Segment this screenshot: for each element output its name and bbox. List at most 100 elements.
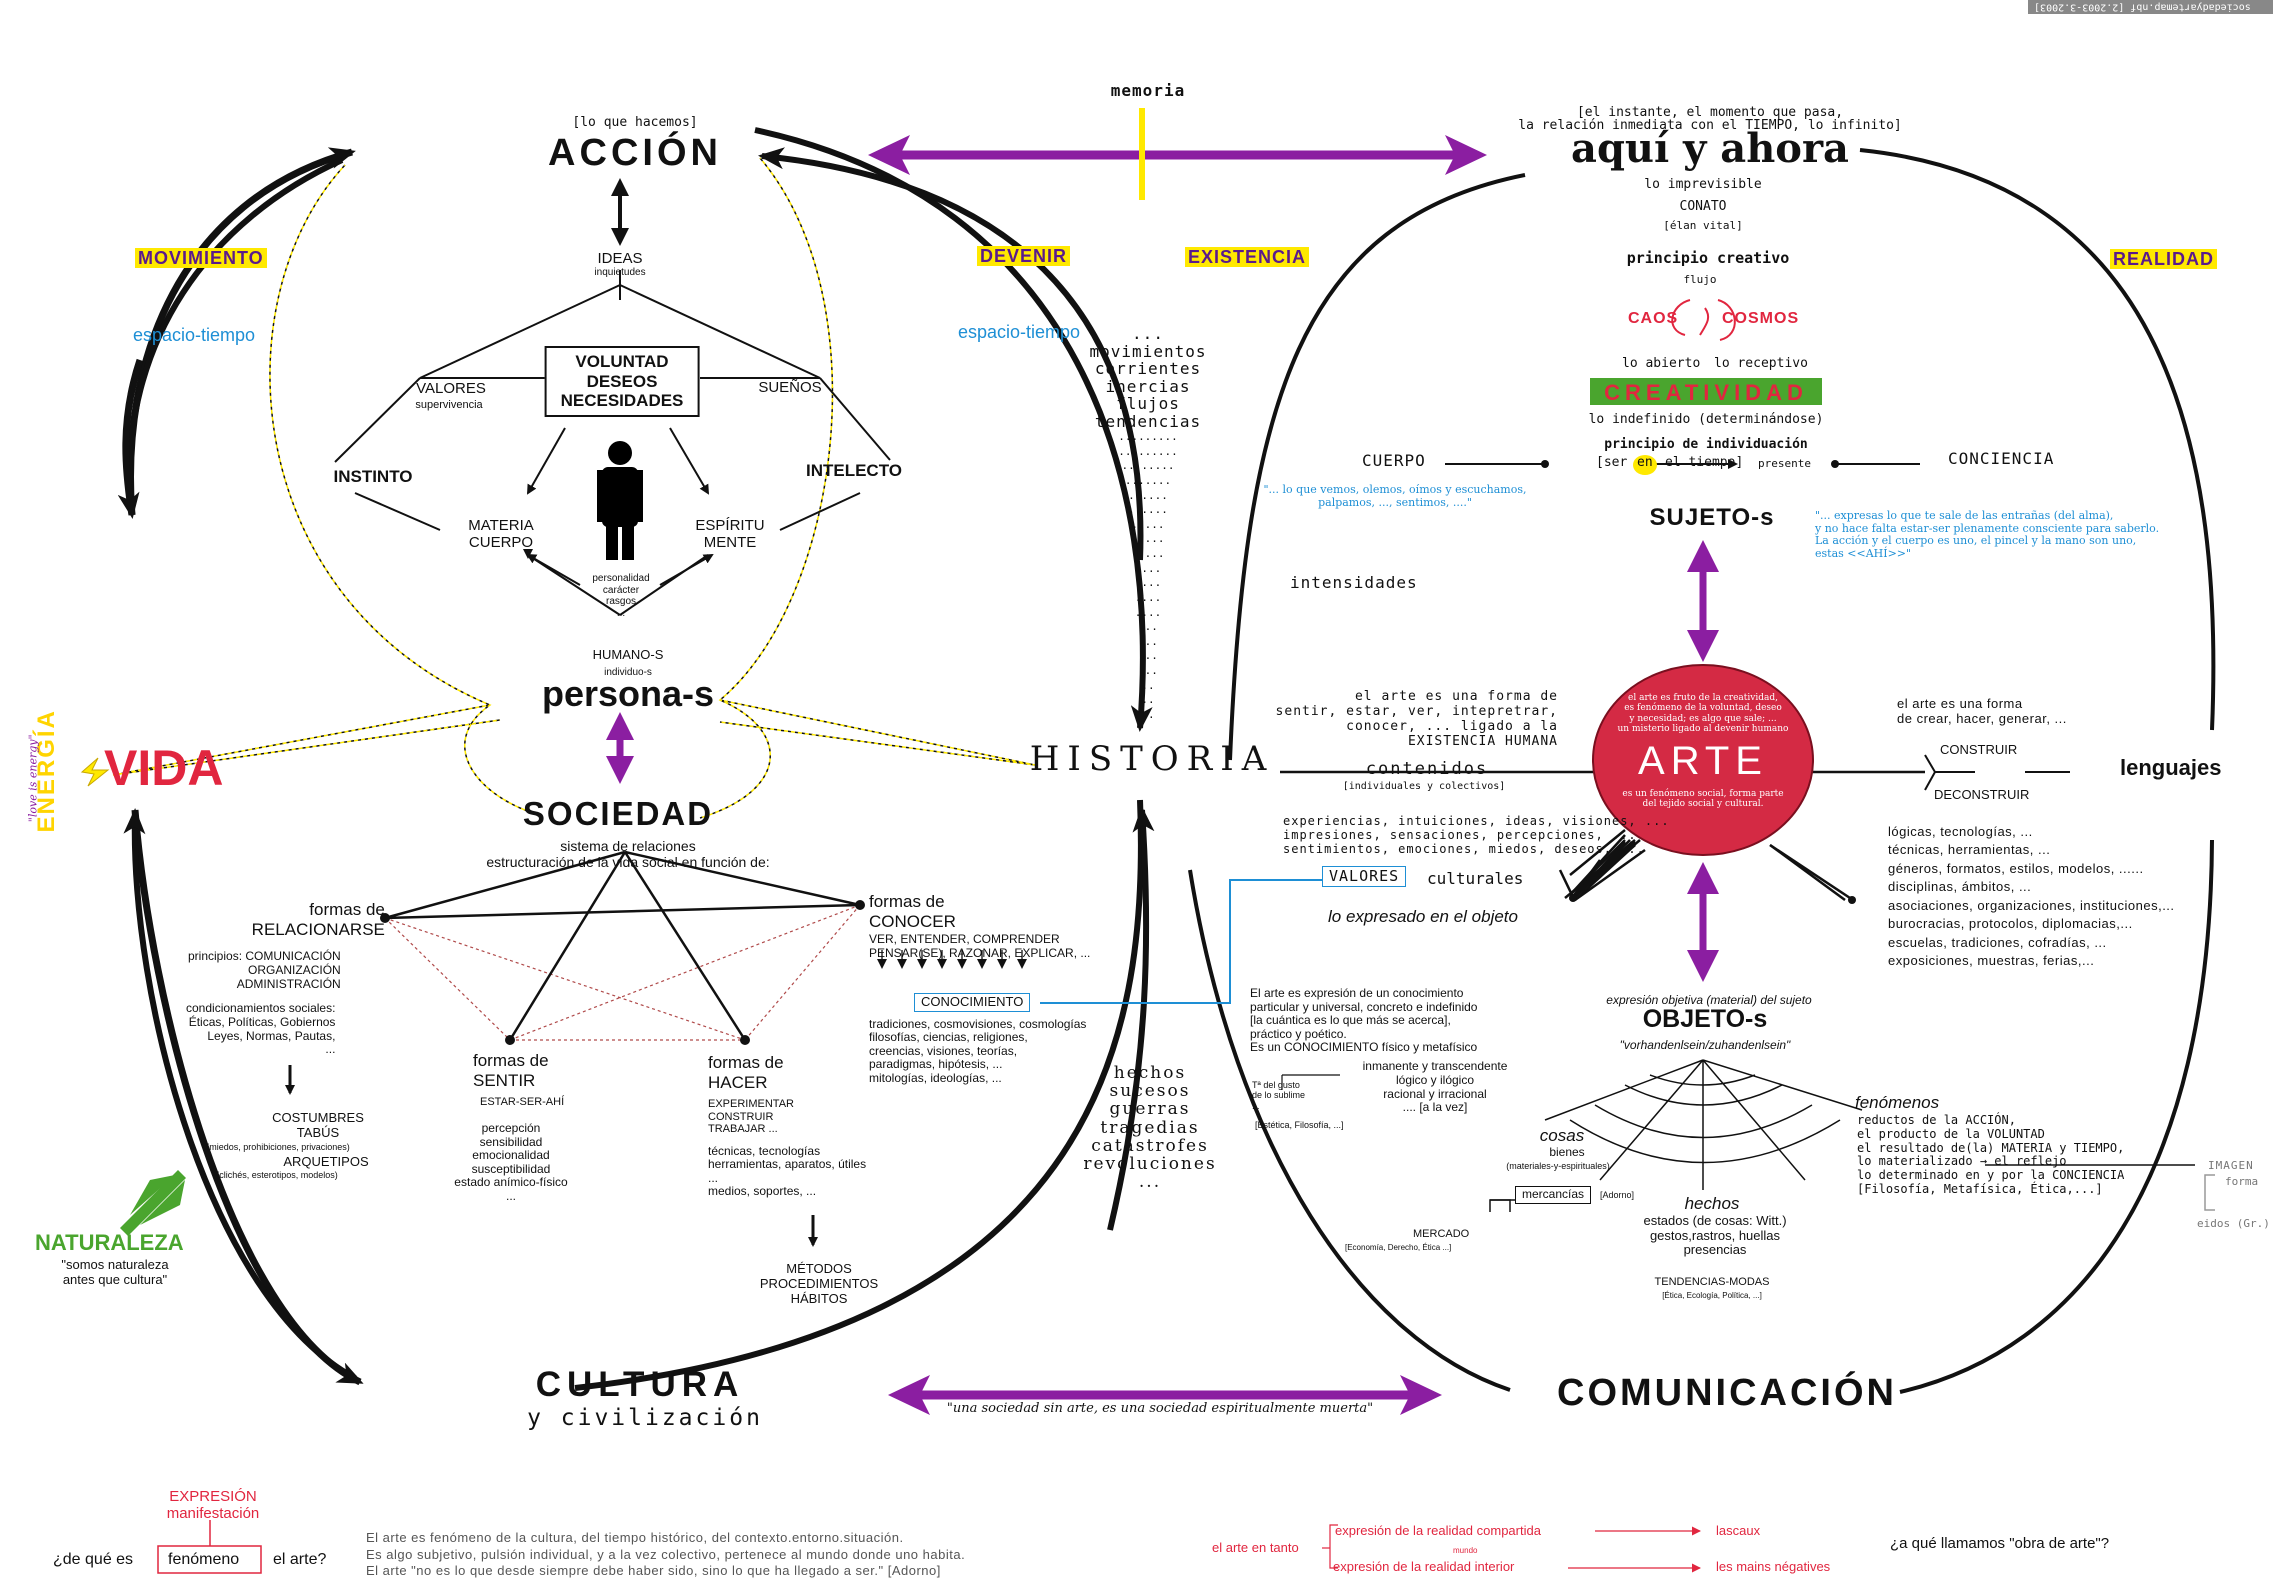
cuerpo-quote: "... lo que vemos, olemos, oímos y escuc…	[1263, 483, 1527, 509]
individuales-label: [individuales y colectivos]	[1342, 781, 1506, 792]
principios-label: principios: COMUNICACIÓN ORGANIZACIÓN AD…	[188, 949, 341, 991]
memoria-label: memoria	[1110, 81, 1186, 100]
voluntad-box: VOLUNTAD DESEOS NECESIDADES	[544, 346, 700, 417]
imagen-label: IMAGEN	[2208, 1159, 2254, 1172]
lo-indefinido: lo indefinido (determinándose)	[1588, 412, 1824, 427]
en-highlight	[1633, 455, 1657, 475]
tendencias-sub: [Ética, Ecología, Política, ...]	[1662, 1291, 1762, 1300]
arte-title: ARTE	[1638, 739, 1768, 783]
metodos-label: MÉTODOS PROCEDIMIENTOS HÁBITOS	[759, 1261, 879, 1306]
tendencias-label: TENDENCIAS-MODAS	[1654, 1276, 1770, 1288]
tradiciones-label: tradiciones, cosmovisiones, cosmologías …	[869, 1017, 1087, 1085]
forma-label: forma	[2225, 1175, 2259, 1188]
ray-sw	[1574, 848, 1646, 902]
arte-ellipse	[1592, 664, 1814, 856]
conciencia-dot	[1831, 460, 1839, 468]
objeto-fan	[1544, 1059, 1863, 1190]
lo-abierto: lo abierto	[1622, 356, 1701, 371]
person-figure-icon	[597, 441, 643, 560]
mercado-label: MERCADO	[1413, 1228, 1470, 1240]
gusto-label: Tª del gusto de lo sublime ...	[1252, 1080, 1306, 1111]
deconstruir-label: DECONSTRUIR	[1934, 787, 2030, 802]
arte-en-tanto: el arte en tanto	[1212, 1540, 1299, 1555]
arrow-vida-cultura	[131, 809, 364, 1386]
valores-mind: VALORES	[416, 380, 486, 397]
accion-sub: [lo que hacemos]	[572, 115, 698, 130]
sin-arte-quote: "una sociedad sin arte, es una sociedad …	[946, 1401, 1374, 1416]
individuo-label: individuo-s	[604, 667, 652, 678]
objeto-label: OBJETO-s	[1642, 1005, 1768, 1033]
suenos-label: SUEÑOS	[758, 379, 822, 396]
cultura-title: CULTURA	[535, 1365, 745, 1404]
conocer-arrows	[877, 950, 1027, 969]
bienes-label: bienes	[1549, 1145, 1585, 1159]
mundo-label: mundo	[1453, 1546, 1478, 1555]
curve-realidad-comunicacion	[1899, 839, 2214, 1394]
curve-historia-comunicacion	[1188, 869, 1511, 1392]
stamp-text: sociedadyartemap.nbf [2.2003-3.2003]	[2034, 1, 2251, 13]
creatividad-label: CREATIVIDAD	[1604, 380, 1808, 405]
esterotipos-label: (clichés, esterotipos, modelos)	[216, 1170, 338, 1180]
curve-aqui-historia	[1228, 173, 1526, 761]
historia-upper: ... movimientos corrientes inercias fluj…	[1089, 324, 1207, 431]
imprevisible: lo imprevisible	[1644, 177, 1762, 192]
ser-label: [ser	[1596, 455, 1628, 470]
tecnicas-label: técnicas, tecnologías herramientas, apar…	[708, 1144, 867, 1199]
expresion-objetiva: expresión objetiva (material) del sujeto	[1606, 993, 1812, 1007]
materiales-label: (materiales-y-espirituales)	[1506, 1161, 1610, 1171]
sujeto-label: SUJETO-s	[1649, 504, 1775, 531]
arte-objeto-arrow	[1687, 862, 1719, 982]
costumbres-label: COSTUMBRES TABÚS	[272, 1110, 364, 1140]
valores-box: VALORES	[1322, 866, 1407, 888]
arquetipos-label: ARQUETIPOS	[283, 1154, 369, 1169]
conocer-label: formas de CONOCER	[869, 892, 956, 931]
arrow-accion-vida	[126, 157, 344, 506]
espacio-tiempo-right: espacio-tiempo	[958, 322, 1081, 342]
arte-en-tanto-tree	[1322, 1524, 1701, 1573]
materia-label: MATERIA CUERPO	[468, 517, 534, 552]
relacionarse-label: formas de RELACIONARSE	[251, 900, 385, 939]
lascaux-label: lascaux	[1716, 1523, 1761, 1538]
conato: CONATO	[1679, 199, 1727, 214]
curve-aqui-realidad	[1859, 148, 2216, 731]
sociedad-sub: sistema de relaciones estructuración de …	[486, 838, 770, 871]
elan-vital: [élan vital]	[1663, 219, 1743, 232]
el-arte-q: el arte?	[273, 1551, 327, 1568]
percepcion-label: percepción sensibilidad emocionalidad su…	[454, 1121, 568, 1203]
cultura-sub: y civilización	[527, 1405, 763, 1431]
espiritu-label: ESPÍRITU MENTE	[695, 517, 765, 552]
arte-expresion: El arte es expresión de un conocimiento …	[1250, 986, 1478, 1055]
lo-receptivo: lo receptivo	[1714, 356, 1808, 371]
ideas-label: IDEAS	[597, 250, 643, 267]
accion-title: ACCIÓN	[548, 132, 722, 174]
expresion-label: EXPRESIÓN manifestación	[166, 1488, 260, 1523]
en-label: en	[1637, 455, 1653, 470]
inmanente-label: inmanente y transcendente lógico y ilógi…	[1362, 1059, 1508, 1115]
experiencias-label: experiencias, intuiciones, ideas, vision…	[1283, 814, 1670, 856]
expresado-label: lo expresado en el objeto	[1328, 907, 1518, 926]
ray-sw-dot	[1569, 894, 1577, 902]
vorhanden-label: "vorhandenlsein/zuhandenlsein"	[1619, 1038, 1791, 1052]
culturales-label: culturales	[1427, 869, 1524, 888]
persona-title: persona-s	[541, 673, 715, 714]
accion-ideas-arrow	[611, 178, 629, 246]
presente-label: presente	[1758, 457, 1811, 470]
logicas-label: lógicas, tecnologías, ... técnicas, herr…	[1888, 824, 2175, 969]
energia-bolt-icon	[80, 757, 110, 787]
devenir-label: DEVENIR	[977, 246, 1071, 267]
fenomenos-label: fenómenos	[1855, 1093, 1940, 1112]
instinto-label: INSTINTO	[333, 467, 413, 486]
aqui-sub1: [el instante, el momento que pasa,	[1576, 105, 1844, 120]
sujeto-arte-arrow	[1687, 540, 1719, 662]
sociedad-title: SOCIEDAD	[522, 795, 714, 832]
realidad-interior: expresión de la realidad interior	[1333, 1559, 1515, 1574]
sentir-label: formas de SENTIR	[473, 1051, 549, 1090]
arrow-vida-down	[117, 358, 144, 519]
economia-label: [Economía, Derecho, Ética ...]	[1345, 1243, 1452, 1252]
vida-title: VIDA	[104, 740, 224, 796]
humano-label: HUMANO-S	[592, 647, 664, 662]
mains-label: les mains négatives	[1716, 1559, 1831, 1574]
supervivencia-label: supervivencia	[415, 399, 483, 411]
estetica-label: [Estética, Filosofía, ...]	[1255, 1120, 1344, 1130]
love-energy: "love is energy"	[26, 734, 40, 823]
